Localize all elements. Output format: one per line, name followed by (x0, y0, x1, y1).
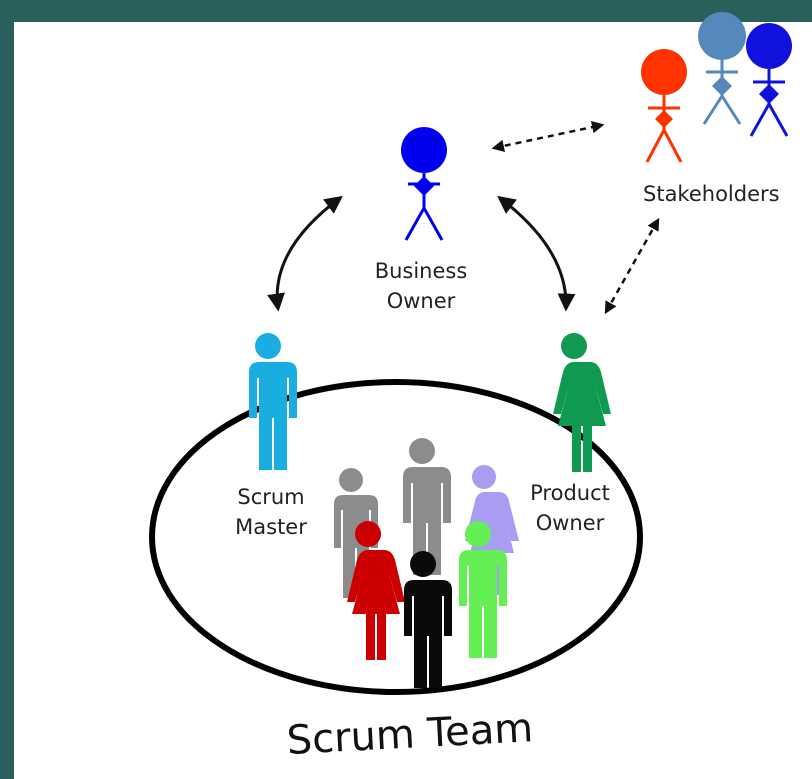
team-member-green-icon (459, 521, 507, 658)
product-owner-label: Product Owner (510, 478, 630, 538)
business-owner-label-line2: Owner (386, 289, 456, 313)
business-owner-label-line1: Business (374, 259, 468, 283)
scrum-team-ellipse (149, 379, 643, 695)
scrum-master-icon (249, 333, 297, 470)
scrum-master-label: Scrum Master (216, 482, 326, 542)
product-owner-icon (553, 333, 611, 472)
arrow-business-to-product-owner (497, 195, 576, 312)
product-owner-label-line1: Product (530, 481, 610, 505)
product-owner-label-line2: Owner (535, 511, 605, 535)
stakeholder-red-icon (641, 49, 687, 163)
team-member-red-icon (347, 521, 405, 660)
arrow-business-to-stakeholders (491, 120, 605, 153)
scrum-master-label-line2: Master (235, 515, 307, 539)
stakeholders-label: Stakeholders (643, 182, 780, 206)
business-owner-icon (401, 127, 447, 241)
arrow-business-to-scrum-master (267, 195, 343, 312)
stakeholder-blue-icon (746, 23, 792, 137)
stakeholder-blue-gray-icon (698, 12, 746, 125)
team-member-gray-center-icon (403, 438, 451, 575)
business-owner-label: Business Owner (346, 256, 496, 316)
arrow-product-owner-to-stakeholders (604, 217, 660, 315)
team-member-black-icon (404, 551, 452, 688)
team-member-lavender-icon (465, 465, 519, 595)
scrum-master-label-line1: Scrum (237, 485, 305, 509)
